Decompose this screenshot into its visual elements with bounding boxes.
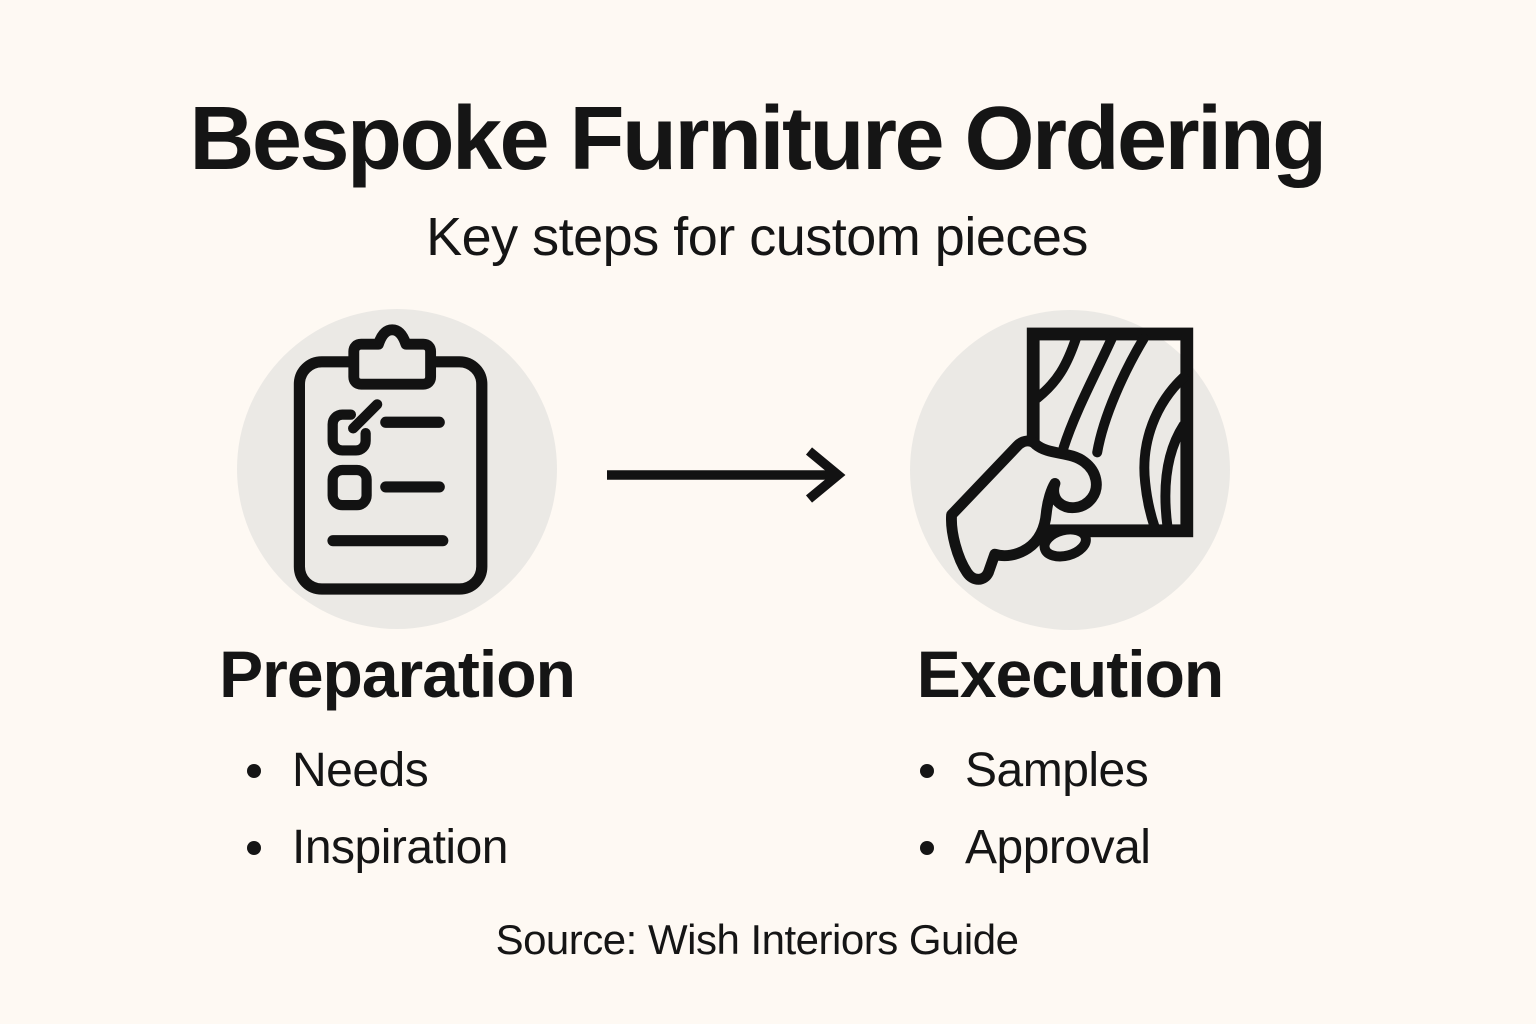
execution-icon-circle [910,310,1230,630]
bullet-dot [247,841,261,856]
right-arrow-icon [607,447,846,503]
bullet-text: Needs [292,744,429,798]
execution-bullet-list: Samples Approval [850,743,1290,876]
source-note: Source: Wish Interiors Guide [495,916,1019,963]
list-item: Inspiration [247,820,617,876]
bullet-dot [247,764,261,779]
preparation-bullet-list: Needs Inspiration [177,743,617,876]
bullet-text: Samples [965,744,1149,798]
page-subtitle: Key steps for custom pieces [426,207,1088,267]
page-title: Bespoke Furniture Ordering [189,89,1327,189]
hand-wood-sample-icon [946,327,1194,585]
list-item: Needs [247,743,617,799]
step-label-execution: Execution [916,637,1224,711]
bullet-text: Inspiration [292,821,508,875]
preparation-icon-circle [237,309,557,629]
list-item: Approval [920,820,1290,876]
bullet-dot [920,841,934,856]
preparation-step: Preparation Needs Inspiration [177,637,617,897]
bullet-dot [920,764,934,779]
bullet-text: Approval [965,821,1151,875]
clipboard-checklist-icon [293,324,488,595]
list-item: Samples [920,743,1290,799]
execution-step: Execution Samples Approval [850,637,1290,897]
step-label-preparation: Preparation [219,637,576,711]
